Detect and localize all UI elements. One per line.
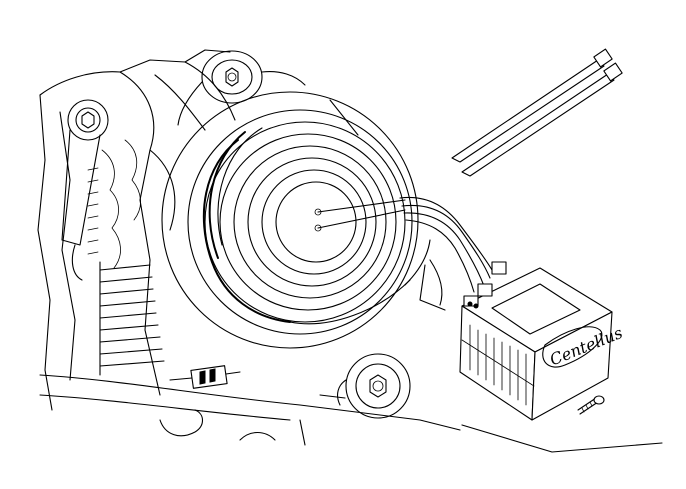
wire-harness [399,196,493,311]
ribbed-section [99,261,165,376]
top-bolt-bracket [177,50,306,126]
small-connector [169,365,241,389]
ground-lines [329,99,663,453]
cable-ties-icon [451,48,623,177]
vertical-ribs [87,139,141,269]
ignition-module: Centellus [459,261,625,421]
lower-bolt [319,353,411,419]
mounting-screw-icon [577,395,605,415]
left-lever-arm [61,99,109,281]
engine-block [37,49,461,446]
coil-assembly [161,91,431,349]
